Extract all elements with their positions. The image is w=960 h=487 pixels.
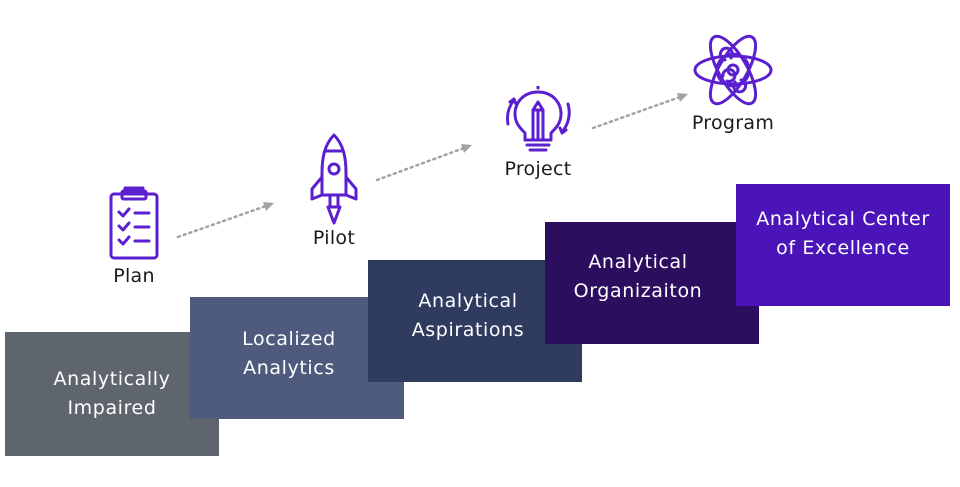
clipboard-checklist-icon: [109, 186, 159, 260]
step-label-line1: Analytically: [53, 368, 171, 390]
step-label-line1: Analytical: [588, 251, 688, 273]
arrow-project-to-program: [591, 95, 682, 130]
step-label-line2: Analytics: [243, 357, 335, 379]
lightbulb-pencil-icon: [506, 86, 571, 152]
milestone-project: Project: [488, 86, 588, 180]
step-label-line2: of Excellence: [776, 237, 910, 259]
milestone-pilot: Pilot: [296, 133, 372, 249]
arrow-plan-to-pilot: [176, 204, 268, 239]
step-label-line2: Organizaiton: [573, 280, 703, 302]
step-analytically-impaired: Analytically Impaired: [5, 332, 219, 456]
milestone-program: Program: [680, 30, 786, 134]
step-label-line1: Analytical Center: [756, 208, 930, 230]
rocket-icon: [310, 133, 358, 225]
step-analytical-center-of-excellence: Analytical Center of Excellence: [736, 184, 950, 306]
atom-icon: [693, 34, 773, 106]
step-label-line2: Impaired: [67, 397, 157, 419]
arrowhead-3: [677, 93, 688, 102]
step-label-line1: Analytical: [418, 290, 518, 312]
step-label-line2: Aspirations: [411, 319, 525, 341]
step-localized-analytics: Localized Analytics: [190, 297, 404, 419]
milestone-plan: Plan: [96, 183, 172, 287]
arrowhead-1: [263, 202, 274, 211]
milestone-label: Pilot: [312, 227, 356, 249]
milestone-label: Project: [504, 158, 572, 180]
milestone-label: Program: [691, 112, 775, 134]
arrow-pilot-to-project: [375, 146, 466, 182]
arrowhead-2: [461, 144, 472, 153]
step-analytical-organization: Analytical Organizaiton: [545, 222, 759, 344]
milestone-label: Plan: [113, 265, 155, 287]
step-label-line1: Localized: [242, 328, 336, 350]
